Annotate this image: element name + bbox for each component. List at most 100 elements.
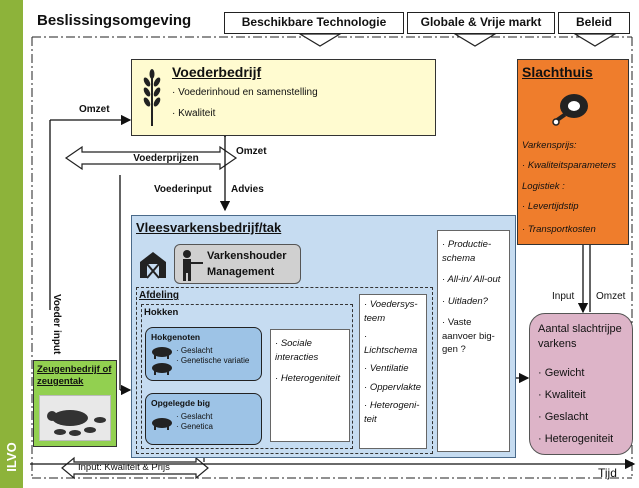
hokken-title: Hokken [144, 307, 179, 318]
sidebar-strip [0, 0, 23, 488]
box-beleid: Beleid [558, 12, 630, 34]
box-technologie: Beschikbare Technologie [224, 12, 404, 34]
wheat-icon [143, 69, 161, 126]
vleesvarken-box: Vleesvarkensbedrijf/tak Varkenshouder Ma… [131, 215, 516, 458]
slachthuis-logistiek: Logistiek : [522, 181, 565, 192]
pig-icon [152, 418, 172, 430]
slachthuis-box: Slachthuis Varkensprijs: · Kwaliteitspar… [517, 59, 629, 245]
label-omzet-left: Omzet [79, 104, 110, 115]
hokgenoten-item-1-text: Geslacht [180, 346, 213, 355]
diagram-title: Beslissingsomgeving [37, 12, 192, 29]
label-voederprijzen: Voederprijzen [133, 153, 199, 164]
voederbedrijf-box: Voederbedrijf · Voederinhoud en samenste… [131, 59, 436, 136]
farmer-icon [183, 250, 203, 281]
zeugenbedrijf-title: Zeugenbedrijf of zeugentak [37, 364, 112, 387]
label-input-right: Input [552, 291, 575, 302]
zeugenbedrijf-box: Zeugenbedrijf of zeugentak [33, 360, 117, 447]
slachtrijpe-item-1-text: Gewicht [544, 367, 585, 379]
box-markt: Globale & Vrije markt [407, 12, 555, 34]
productie-item-3: · Uitladen? [442, 295, 488, 307]
voeder-list-item-5: · Heterogeni-teit [364, 400, 420, 425]
productie-item-1: · Productie-schema [442, 239, 492, 264]
opgelegde-big-box: Opgelegde big · Geslacht · Genetica [145, 393, 262, 445]
voederbedrijf-item-1: · Voederinhoud en samenstelling [172, 87, 318, 98]
sociale-item-1-text: Sociale interacties [275, 338, 319, 363]
productie-item-4-text: Vaste aanvoer big-gen ? [442, 317, 495, 355]
management-label: Varkenshouder Management [207, 248, 286, 280]
hokgenoten-item-1: · Geslacht [176, 346, 213, 355]
hokken-box: Hokken Hokgenoten · Geslacht · Genetisch… [141, 304, 353, 449]
voeder-list-item-1: · Voedersys-teem [364, 299, 418, 324]
slachthuis-levertijdstip-text: Levertijdstip [527, 201, 579, 212]
opgelegde-big-items: · Geslacht · Genetica [176, 412, 213, 432]
slachtrijpe-item-4: · Heterogeniteit [538, 433, 614, 445]
voederbedrijf-item-2-text: Kwaliteit [178, 108, 216, 119]
opgelegde-big-item-1: · Geslacht [176, 412, 213, 421]
opgelegde-big-item-1-text: Geslacht [180, 412, 213, 421]
slachthuis-varkensprijs: Varkensprijs: [522, 140, 577, 151]
productie-item-3-text: Uitladen? [447, 295, 488, 307]
slachtrijpe-box: Aantal slachtrijpe varkens · Gewicht · K… [529, 313, 633, 455]
opgelegde-big-title: Opgelegde big [151, 398, 211, 408]
voeder-list-item-3: · Ventilatie [364, 363, 409, 374]
voeder-list-item-4-text: Oppervlakte [369, 381, 422, 393]
productie-item-2-text: All-in/ All-out [447, 274, 501, 285]
sociale-item-1: · Sociale interacties [275, 338, 319, 363]
voeder-list-item-5-text: Heterogeni-teit [364, 400, 420, 425]
slachtrijpe-items: · Gewicht · Kwaliteit · Geslacht · Heter… [538, 362, 613, 450]
productie-item-1-text: Productie-schema [442, 239, 492, 264]
management-box: Varkenshouder Management [174, 244, 301, 284]
voederbedrijf-item-1-text: Voederinhoud en samenstelling [178, 87, 318, 98]
slachtrijpe-title: Aantal slachtrijpe varkens [538, 323, 622, 350]
productie-item-2: · All-in/ All-out [442, 274, 501, 285]
slachtrijpe-item-1: · Gewicht [538, 367, 585, 379]
opgelegde-big-item-2: · Genetica [176, 422, 213, 431]
afdeling-box: Afdeling Hokken Hokgenoten · Geslacht · … [136, 287, 433, 454]
sow-with-piglets-icon [47, 410, 106, 436]
slachthuis-title: Slachthuis [522, 64, 593, 80]
voederbedrijf-item-2: · Kwaliteit [172, 108, 216, 119]
opgelegde-big-item-2-text: Genetica [180, 422, 213, 431]
slachtrijpe-item-4-text: Heterogeniteit [544, 433, 614, 445]
sociale-box: · Sociale interacties · Heterogeniteit [270, 329, 350, 442]
productie-box: · Productie-schema · All-in/ All-out · U… [437, 230, 510, 452]
management-line-1: Varkenshouder [207, 250, 287, 262]
voeder-list-item-4: · Oppervlakte [364, 381, 422, 393]
slachthuis-kwaliteit: · Kwaliteitsparameters [522, 160, 616, 171]
hokgenoten-box: Hokgenoten · Geslacht · Genetische varia… [145, 327, 262, 381]
afdeling-title: Afdeling [139, 290, 179, 301]
label-omzet-right: Omzet [596, 291, 626, 302]
hokgenoten-items: · Geslacht · Genetische variatie [176, 346, 249, 366]
ham-icon [552, 94, 588, 126]
label-omzet-mid: Omzet [236, 146, 267, 157]
voeder-list-item-1-text: Voedersys-teem [364, 299, 418, 324]
barn-icon [140, 252, 166, 279]
sociale-item-2-text: Heterogeniteit [280, 373, 340, 384]
slachthuis-kwaliteit-text: Kwaliteitsparameters [527, 160, 616, 171]
voeder-list-box: · Voedersys-teem · Lichtschema · Ventila… [359, 294, 427, 449]
pigs-icon [152, 347, 172, 375]
voeder-list-item-2-text: Lichtschema [364, 344, 418, 356]
label-tijd: Tijd [598, 466, 617, 480]
management-line-2: Management [207, 266, 275, 278]
label-voeder-input: Voeder input [51, 294, 62, 355]
hokgenoten-title: Hokgenoten [151, 332, 201, 342]
slachtrijpe-item-3: · Geslacht [538, 411, 589, 423]
slachtrijpe-item-3-text: Geslacht [544, 411, 589, 423]
vleesvarken-title: Vleesvarkensbedrijf/tak [136, 220, 282, 235]
hokgenoten-item-2-text: Genetische variatie [180, 356, 250, 365]
slachthuis-levertijdstip: · Levertijdstip [522, 201, 579, 212]
slachthuis-transport-text: Transportkosten [527, 224, 596, 235]
slachtrijpe-item-2: · Kwaliteit [538, 389, 586, 401]
voeder-list-item-3-text: Ventilatie [369, 363, 409, 374]
label-voederinput: Voederinput [154, 184, 212, 195]
voederbedrijf-title: Voederbedrijf [172, 64, 262, 80]
label-advies: Advies [231, 184, 264, 195]
slachtrijpe-item-2-text: Kwaliteit [544, 389, 586, 401]
slachthuis-transport: · Transportkosten [522, 224, 596, 235]
voeder-list-item-2: · Lichtschema [364, 331, 418, 356]
hokgenoten-item-2: · Genetische variatie [176, 356, 250, 365]
productie-item-4: · Vaste aanvoer big-gen ? [442, 317, 495, 355]
sow-photo [39, 395, 111, 441]
label-bottom-input: Input: Kwaliteit & Prijs [78, 462, 170, 473]
